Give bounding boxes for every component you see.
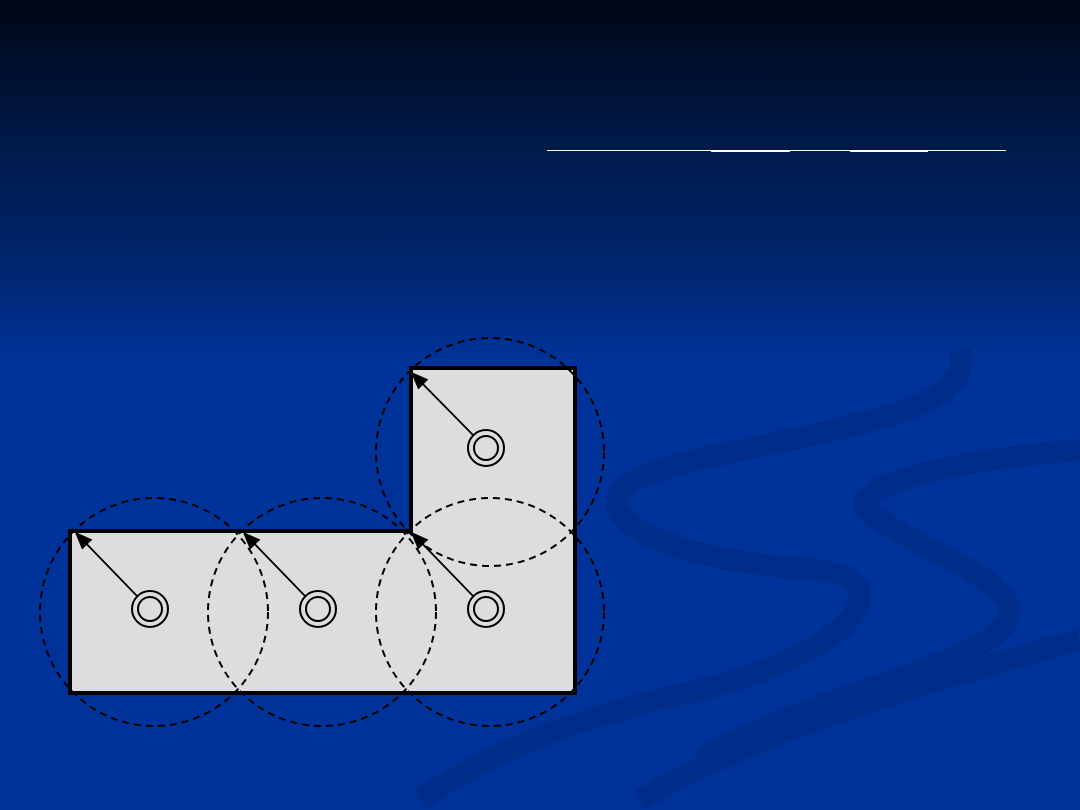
l-shaped-region (68, 366, 577, 695)
radius-arrow (410, 531, 474, 597)
node-inner-ring (473, 435, 499, 461)
coverage-circle (39, 497, 269, 727)
title-rule (547, 150, 1006, 152)
radius-arrow (410, 371, 474, 436)
coverage-circle (375, 497, 605, 727)
coverage-circle (375, 337, 605, 567)
coverage-circle (207, 497, 437, 727)
node-inner-ring (473, 596, 499, 622)
background-swoosh (413, 347, 1080, 810)
radius-arrow (74, 531, 138, 597)
node-inner-ring (137, 596, 163, 622)
node-inner-ring (305, 596, 331, 622)
radius-arrow (242, 531, 306, 597)
